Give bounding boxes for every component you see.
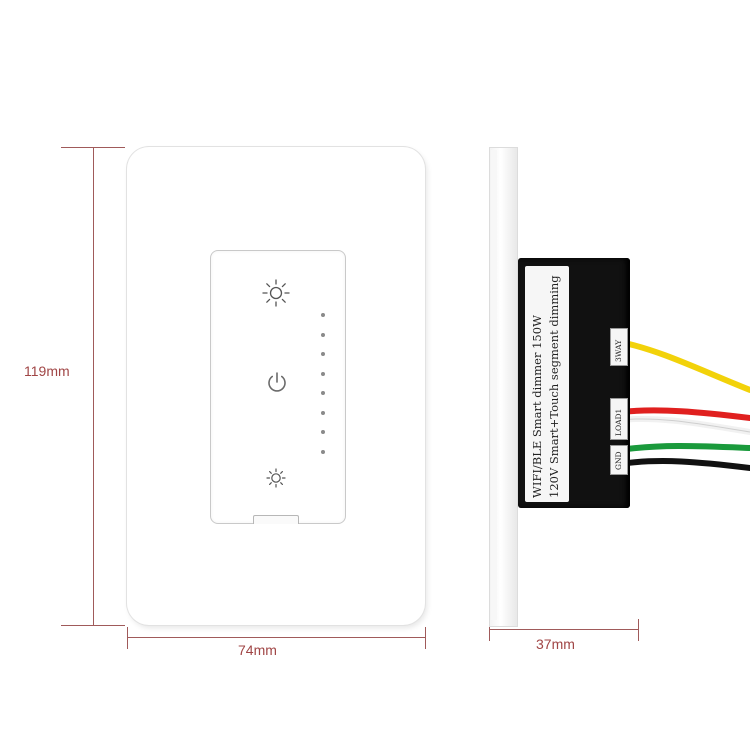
height-dimension-top-tick [61,147,125,148]
brightness-down-icon[interactable] [265,467,287,489]
led-indicator [321,313,325,317]
width-dimension-left-tick [127,627,128,649]
terminal-gnd: GND [610,445,628,475]
terminal-3way-label: 3WAY [614,339,623,362]
led-indicator [321,430,325,434]
switch-bottom-tab [253,515,299,524]
terminal-gnd-label: GND [614,451,623,470]
product-label: WIFI/BLE Smart dimmer 150W 120V Smart+To… [525,266,569,502]
depth-label: 37mm [536,636,575,652]
led-indicator [321,391,325,395]
height-dimension-bottom-tick [61,625,125,626]
brightness-up-icon[interactable] [261,278,291,308]
height-dimension-line [93,147,94,625]
width-label: 74mm [238,642,277,658]
switch-panel [210,250,346,524]
width-dimension-line [127,637,425,638]
terminal-load1: LOAD1 [610,398,628,440]
terminal-load1-label: LOAD1 [614,408,623,436]
terminal-3way: 3WAY [610,328,628,366]
width-dimension-right-tick [425,627,426,649]
power-icon[interactable] [265,370,289,394]
label-line-1: WIFI/BLE Smart dimmer 150W [530,315,544,498]
height-label: 119mm [24,363,70,379]
led-indicator [321,332,325,337]
label-line-2: 120V Smart+Touch segment dimming [547,275,561,498]
wires [617,339,750,471]
side-plate-edge [491,150,497,620]
depth-dimension-left-tick [489,619,490,641]
depth-dimension-right-tick [638,619,639,641]
led-indicator [321,371,325,376]
depth-dimension-line [489,629,639,630]
led-indicator [321,449,325,454]
led-indicator [321,352,325,356]
led-indicator [321,410,325,415]
